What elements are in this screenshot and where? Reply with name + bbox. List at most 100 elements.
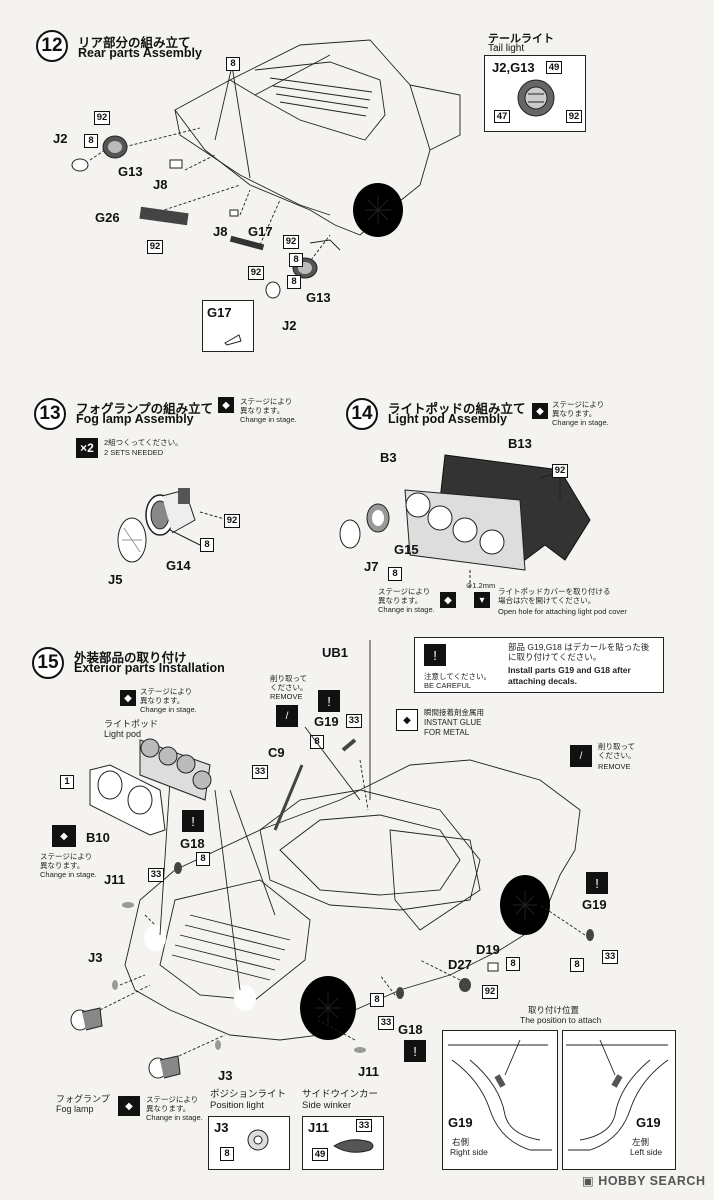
fog-paint-8: 8 [200, 538, 214, 552]
remove-2-jp2: ください。 [598, 751, 636, 760]
label-d19: D19 [476, 942, 500, 957]
stage-15c-en: Change in stage. [146, 1113, 203, 1122]
careful-en: BE CAREFUL [424, 681, 472, 690]
label-g19-right: G19 [582, 897, 607, 912]
step-12-title-en: Rear parts Assembly [78, 46, 202, 60]
step-13-title-jp: フォグランプの組み立て [76, 402, 214, 416]
tail-light-title-en: Tail light [488, 43, 525, 54]
step-14-title-en: Light pod Assembly [388, 412, 507, 426]
stage2-14-jp2: 異なります。 [378, 596, 423, 605]
remove-1-jp2: ください。 [270, 683, 308, 692]
careful-icon-4: ! [404, 1040, 426, 1062]
right-side-jp: 右側 [452, 1137, 470, 1147]
paint-92-c: 92 [283, 235, 299, 249]
fog-lamp-en: Fog lamp [56, 1104, 94, 1114]
ext-paint-8-c: 8 [370, 993, 384, 1007]
label-j2-left: J2 [53, 131, 68, 146]
light-pod-jp: ライトポッド [104, 719, 159, 729]
label-j8-top: J8 [153, 177, 168, 192]
rear-parts-shapes [71, 135, 318, 299]
ext-paint-33-b: 33 [252, 765, 268, 779]
ext-paint-33-d: 33 [378, 1016, 394, 1030]
label-b10: B10 [86, 830, 110, 845]
step-13-title-en: Fog lamp Assembly [76, 412, 194, 426]
label-j11-left: J11 [104, 872, 125, 887]
glue-jp: 瞬間接着剤金属用 [424, 708, 484, 717]
label-g18-left: G18 [180, 836, 205, 851]
stage-14-jp1: ステージにより [552, 400, 605, 409]
watermark-logo-icon: ▣ [582, 1174, 595, 1188]
side-winker-shape [333, 1139, 374, 1153]
paint-8-a: 8 [226, 57, 240, 71]
stage-14-en: Change in stage. [552, 418, 609, 427]
stage-15a-en: Change in stage. [140, 705, 197, 714]
attach-jp: 取り付け位置 [528, 1005, 580, 1015]
tail-paint-49: 49 [546, 61, 562, 74]
decal-note-box [414, 637, 664, 693]
position-light-paint: 8 [220, 1147, 234, 1161]
side-winker-en: Side winker [302, 1100, 352, 1111]
tail-paint-92: 92 [566, 110, 582, 123]
times-two-badge: ×2 [76, 438, 98, 458]
ext-paint-8-b: 8 [196, 852, 210, 866]
stage-icon-15c: ◆ [118, 1096, 140, 1116]
tail-paint-47: 47 [494, 110, 510, 123]
label-j3-bottom: J3 [218, 1068, 233, 1083]
remove-icon-2: / [570, 745, 592, 767]
label-g17: G17 [248, 224, 273, 239]
sets-jp: 2組つくってください。 [104, 438, 183, 447]
label-g18-right: G18 [398, 1022, 423, 1037]
stage2-14-jp1: ステージにより [378, 587, 431, 596]
left-side-jp: 左側 [632, 1137, 650, 1147]
glue-en2: FOR METAL [424, 728, 470, 737]
remove-icon-1: / [276, 705, 298, 727]
ext-paint-8-d: 8 [506, 957, 520, 971]
note-en1: Install parts G19 and G18 after [508, 665, 631, 675]
careful-jp: 注意してください。 [424, 672, 492, 681]
stage-icon-13: ◆ [218, 397, 234, 413]
rear-car-drawing [89, 39, 461, 269]
stage-15b-jp2: 異なります。 [40, 861, 85, 870]
remove-1-en: REMOVE [270, 692, 303, 701]
label-g14: G14 [166, 558, 191, 573]
step-13-number: 13 [34, 398, 66, 430]
paint-8-b: 8 [84, 134, 98, 148]
label-g19-leftside: G19 [636, 1115, 661, 1130]
ext-paint-33-a: 33 [346, 714, 362, 728]
label-c9: C9 [268, 745, 285, 760]
sets-en: 2 SETS NEEDED [104, 448, 164, 457]
step-15-title-en: Exterior parts Installation [74, 661, 225, 675]
careful-icon: ! [424, 644, 446, 666]
watermark-text: HOBBY SEARCH [598, 1174, 706, 1188]
glue-icon: ◆ [396, 709, 418, 731]
label-g19-rightside: G19 [448, 1115, 473, 1130]
right-side-en: Right side [450, 1147, 488, 1157]
label-g13-right: G13 [306, 290, 331, 305]
ext-paint-33-e: 33 [602, 950, 618, 964]
ext-paint-8-e: 8 [570, 958, 584, 972]
g17-detail-label: G17 [207, 305, 232, 320]
label-g13-left: G13 [118, 164, 143, 179]
side-winker-part: J11 [308, 1120, 329, 1135]
stage-15c-jp2: 異なります。 [146, 1104, 191, 1113]
tail-light-lens [517, 79, 555, 117]
fog-lamp-drawing [117, 488, 229, 563]
hole-jp2: 場合は穴を開けてください。 [498, 596, 596, 605]
careful-icon-5: ! [586, 872, 608, 894]
light-pod-en: Light pod [104, 729, 142, 739]
stage2-icon-14: ◆ [440, 592, 456, 608]
light-pod-drawing [339, 454, 591, 590]
attach-en: The position to attach [520, 1015, 602, 1025]
label-d27: D27 [448, 957, 472, 972]
stage-13-en: Change in stage. [240, 415, 297, 424]
label-g19-top: G19 [314, 714, 339, 729]
left-side-en: Left side [630, 1147, 663, 1157]
side-winker-paint-33: 33 [356, 1119, 372, 1132]
stage-13-jp1: ステージにより [240, 397, 293, 406]
paint-92-d: 92 [248, 266, 264, 280]
stage-icon-15a: ◆ [120, 690, 136, 706]
side-winker-jp: サイドウインカー [302, 1089, 379, 1100]
